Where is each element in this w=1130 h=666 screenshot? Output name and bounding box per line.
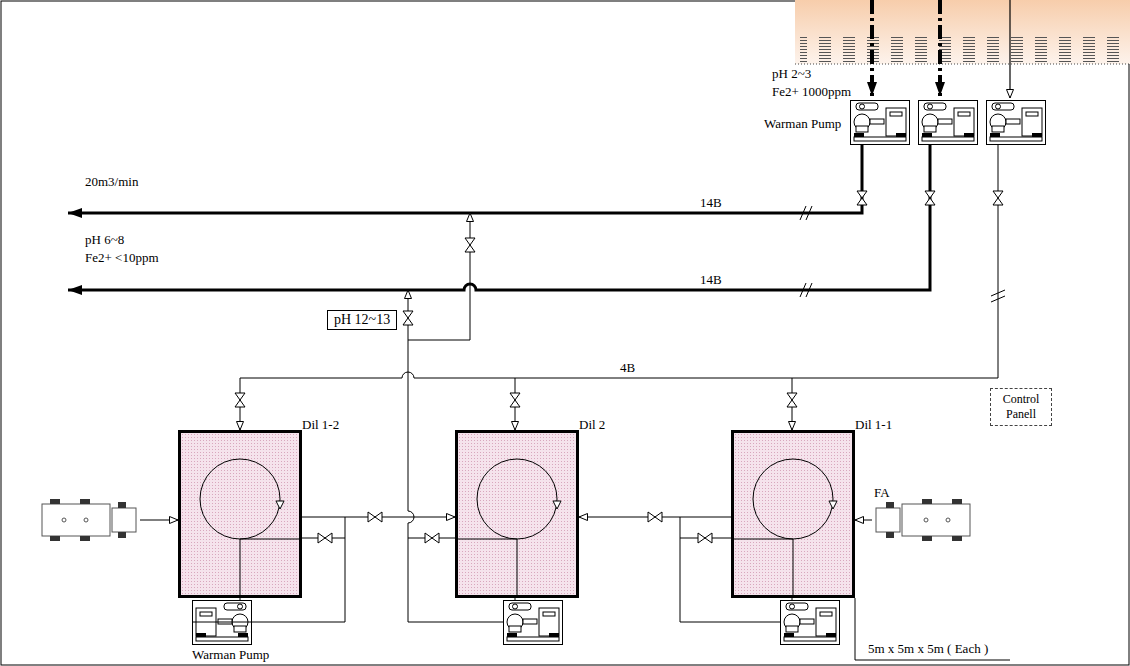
circulation-head: [829, 501, 837, 509]
inflow-arrow: [870, 0, 874, 96]
text-label: 14B: [700, 272, 722, 287]
text-label: Warman Pump: [192, 647, 269, 662]
dimension-leader: [855, 598, 1010, 660]
truck-label: FA: [874, 485, 890, 500]
pond: [795, 64, 1130, 65]
outlet-line: [458, 539, 517, 595]
circulation-loop: [753, 459, 833, 539]
pond: [795, 0, 1130, 64]
valve-symbol: [465, 238, 475, 252]
pump-symbol: [919, 101, 978, 145]
box-text: Control Panell: [993, 392, 1049, 422]
ph-callout-box: pH 12~13: [327, 310, 397, 330]
circulation-arrow: [181, 433, 299, 595]
pond: [795, 0, 1130, 64]
text-label: pH 6~8: [85, 232, 124, 247]
pump-symbol: [781, 601, 840, 645]
truck-symbol: [42, 499, 136, 541]
valve-symbol: [510, 393, 520, 407]
inflow-arrow: [938, 0, 942, 96]
pipe: [68, 145, 930, 290]
pump-symbol: [193, 101, 1046, 645]
valve-symbol: [235, 393, 245, 407]
break-mark: [800, 206, 812, 220]
text-label: Fe2+ <10ppm: [85, 250, 159, 265]
pipe: [140, 520, 178, 521]
dilution-tank: Dil 1-2: [178, 430, 302, 598]
text-label: 4B: [620, 360, 635, 375]
outlet-line: [734, 539, 793, 595]
pump-symbol: [504, 601, 563, 645]
break-mark: [800, 283, 812, 297]
pipe: [240, 598, 792, 600]
valve-symbol: [925, 191, 935, 205]
text-label: 20m3/min: [85, 174, 138, 189]
circulation-arrow: [458, 433, 576, 595]
circulation-loop: [200, 459, 280, 539]
truck-symbol: [876, 499, 970, 541]
text-label: 14B: [700, 195, 722, 210]
text-label: Fe2+ 1000ppm: [772, 84, 851, 99]
inflow-arrow: [1009, 0, 1010, 98]
valve-symbol: [368, 512, 382, 522]
tank-label: Dil 1-2: [302, 417, 339, 432]
valve-symbol: [787, 393, 797, 407]
control-panel-box: Control Panell: [990, 388, 1052, 426]
break-mark: [800, 206, 1005, 302]
truck-node: FA: [872, 498, 972, 543]
pipe: [470, 213, 471, 340]
dilution-tank: Dil 1-1: [731, 430, 855, 598]
truck-symbol: [872, 498, 972, 543]
tank-label: Dil 2: [579, 417, 605, 432]
box-text: pH 12~13: [334, 312, 390, 328]
outlet-line: [240, 539, 299, 595]
text-label: Warman Pump: [764, 116, 841, 131]
pipe: [240, 145, 998, 378]
pump-symbol: [851, 101, 910, 145]
circulation-head: [276, 501, 284, 509]
circulation-head: [553, 501, 561, 509]
break-mark: [991, 290, 1005, 302]
pump-symbol: [987, 101, 1046, 145]
pipe: [68, 145, 998, 622]
valve-symbol: [403, 311, 413, 325]
dilution-tank: Dil 2: [455, 430, 579, 598]
dimension-leader: [855, 598, 1010, 660]
pipe: [408, 340, 470, 341]
truck-symbol: [42, 499, 136, 541]
valve-symbol: [857, 191, 867, 205]
valve-symbol: [318, 533, 332, 543]
valve-symbol: [235, 191, 1003, 543]
pipe: [68, 145, 862, 213]
valve-symbol: [698, 533, 712, 543]
valve-symbol: [993, 191, 1003, 205]
text-label: 5m x 5m x 5m ( Each ): [868, 641, 988, 656]
circulation-arrow: [734, 433, 852, 595]
inflow-arrow: [872, 0, 1010, 98]
pipe-connector: [855, 520, 872, 521]
pond: [800, 36, 1130, 62]
valve-symbol: [425, 533, 439, 543]
tank-label: Dil 1-1: [855, 417, 892, 432]
circulation-loop: [477, 459, 557, 539]
valve-symbol: [648, 512, 662, 522]
text-label: pH 2~3: [772, 66, 811, 81]
